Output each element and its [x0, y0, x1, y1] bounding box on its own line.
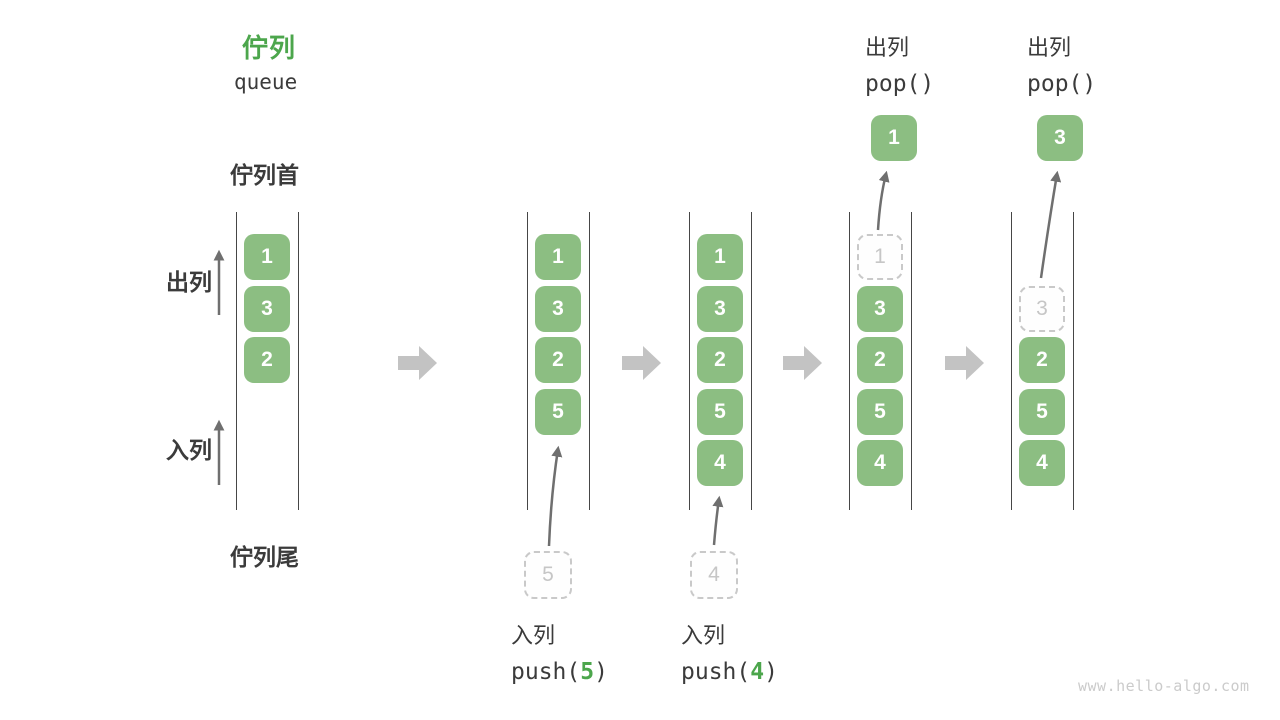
queue-column-state-1: 1 3 2 — [235, 212, 299, 510]
queue-rear-label: 佇列尾 — [230, 544, 299, 570]
queue-item: 1 — [244, 234, 290, 280]
queue-item: 3 — [857, 285, 903, 332]
diagram-title-en: queue — [234, 70, 298, 94]
push-code: push(4) — [681, 659, 778, 685]
push-arg: 4 — [750, 659, 765, 685]
block-arrow-1 — [398, 346, 437, 380]
staged-item: 4 — [690, 551, 738, 599]
queue-item: 2 — [697, 337, 743, 383]
watermark: www.hello-algo.com — [1078, 677, 1250, 695]
pop-label: 出列 — [865, 35, 910, 60]
pop-annotation-1: 出列 pop() — [865, 30, 934, 97]
pop-label: 出列 — [1027, 35, 1072, 60]
queue-column-state-3: 1 3 2 5 4 — [688, 212, 752, 510]
queue-item: 4 — [857, 440, 903, 486]
queue-column-state-2: 1 3 2 5 — [526, 212, 590, 510]
queue-item: 3 — [244, 285, 290, 332]
queue-item: 5 — [697, 388, 743, 435]
block-arrow-4 — [945, 346, 984, 380]
queue-item: 3 — [697, 285, 743, 332]
popped-item: 1 — [871, 115, 917, 161]
block-arrow-3 — [783, 346, 822, 380]
queue-column-state-5: 3 2 5 4 — [1010, 212, 1074, 510]
diagram-title-zh: 佇列 — [242, 33, 297, 63]
queue-item: 4 — [697, 440, 743, 486]
queue-item: 2 — [1019, 337, 1065, 383]
queue-column-state-4: 1 3 2 5 4 — [848, 212, 912, 510]
queue-item: 2 — [244, 337, 290, 383]
block-arrow-2 — [622, 346, 661, 380]
queue-item: 5 — [857, 388, 903, 435]
dequeue-side-label: 出列 — [166, 269, 212, 295]
pop-code: pop() — [1027, 71, 1097, 97]
queue-item: 5 — [535, 388, 581, 435]
staged-item: 5 — [524, 551, 572, 599]
queue-item-dashed: 1 — [857, 234, 903, 280]
queue-item: 2 — [857, 337, 903, 383]
queue-item: 2 — [535, 337, 581, 383]
queue-front-label: 佇列首 — [230, 162, 299, 188]
pop-annotation-2: 出列 pop() — [1027, 30, 1096, 97]
queue-item-dashed: 3 — [1019, 285, 1065, 332]
queue-item: 1 — [535, 234, 581, 280]
pop-code: pop() — [865, 71, 935, 97]
enqueue-side-label: 入列 — [166, 437, 212, 463]
queue-item: 4 — [1019, 440, 1065, 486]
push-label: 入列 — [511, 623, 556, 648]
push-annotation-2: 入列 push(4) — [681, 618, 778, 685]
push-arg: 5 — [580, 659, 595, 685]
queue-item: 5 — [1019, 388, 1065, 435]
queue-item: 1 — [697, 234, 743, 280]
push-annotation-1: 入列 push(5) — [511, 618, 608, 685]
popped-item: 3 — [1037, 115, 1083, 161]
push-code: push(5) — [511, 659, 608, 685]
push-label: 入列 — [681, 623, 726, 648]
queue-item: 3 — [535, 285, 581, 332]
